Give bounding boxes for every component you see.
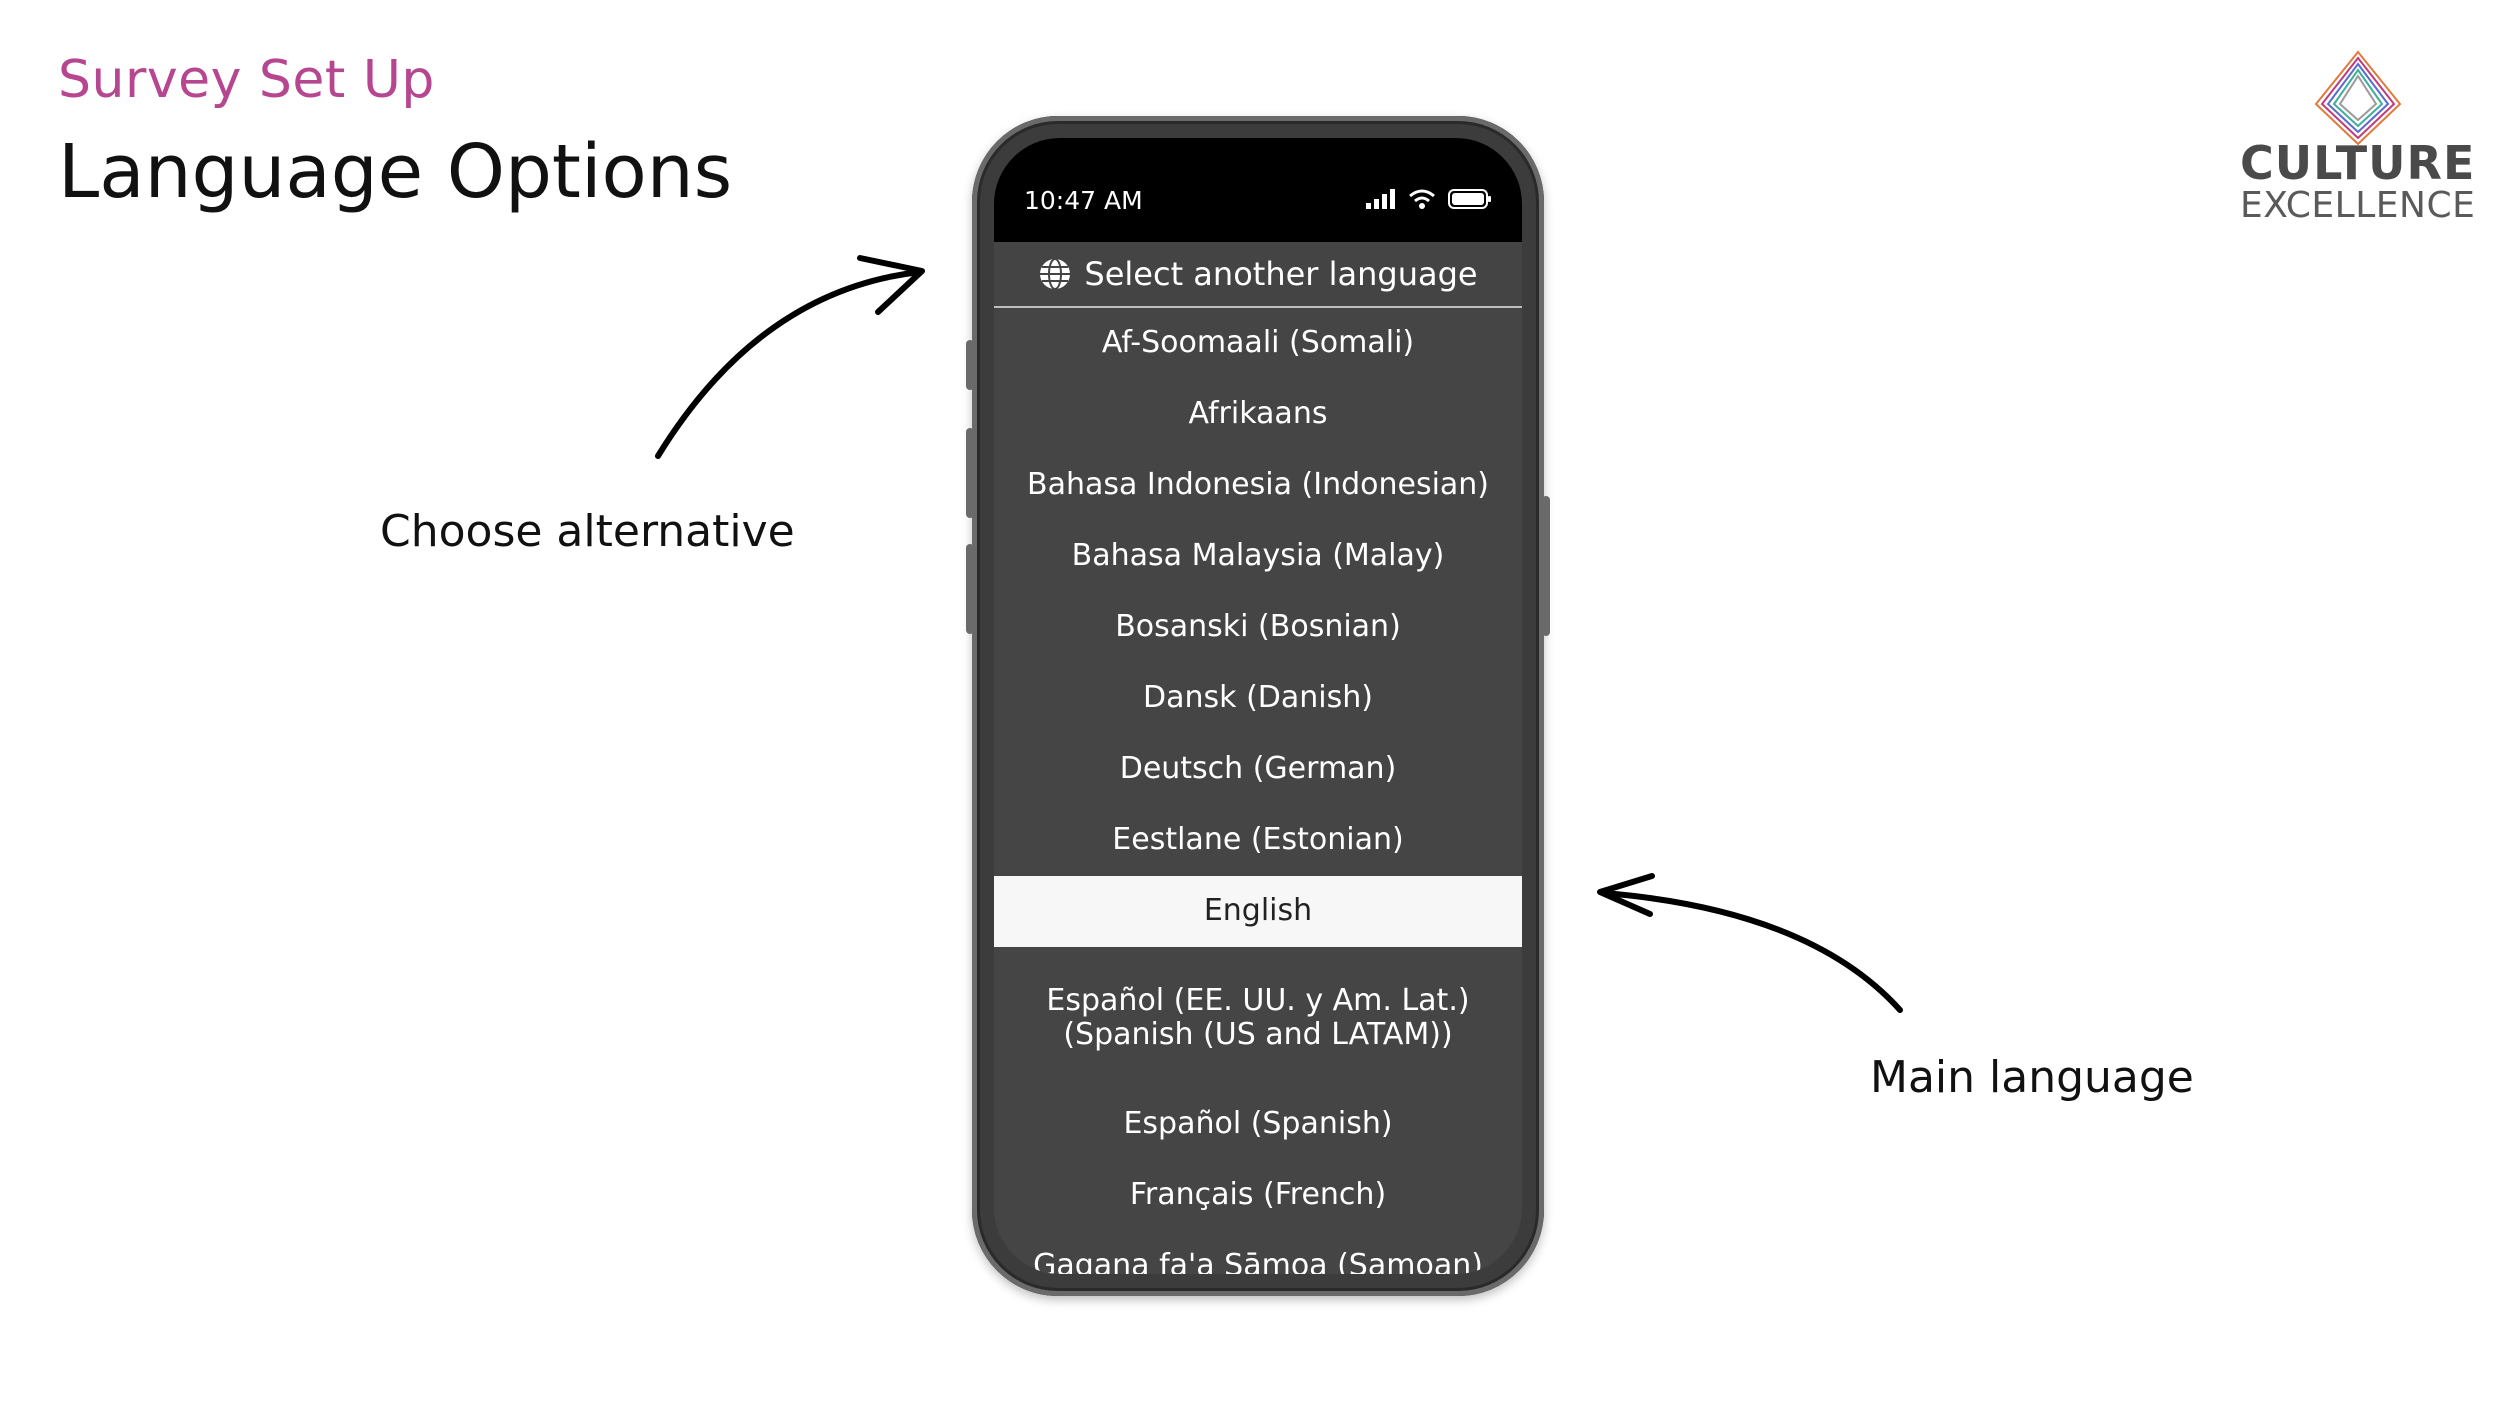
language-option[interactable]: Deutsch (German) [1119, 751, 1397, 787]
language-option[interactable]: Dansk (Danish) [1143, 680, 1373, 716]
language-option[interactable]: Français (French) [1129, 1177, 1387, 1213]
phone-volume-up [966, 428, 974, 518]
globe-icon [1040, 258, 1071, 290]
phone-mockup: 10:47 AM [966, 116, 1550, 1296]
culture-excellence-logo: CULTURE EXCELLENCE [2230, 48, 2480, 238]
status-bar: 10:47 AM [994, 138, 1522, 242]
arrow-to-language-selector [655, 255, 925, 459]
language-list: Af-Soomaali (Somali) Afrikaans Bahasa In… [994, 308, 1522, 1274]
battery-icon [1448, 189, 1491, 209]
diamond-logo-icon [2314, 50, 2402, 146]
language-selector-label: Select another language [1084, 255, 1478, 293]
language-option[interactable]: Bahasa Malaysia (Malay) [1071, 538, 1445, 574]
language-selector-header[interactable]: Select another language [994, 242, 1522, 308]
phone-silent-switch [966, 340, 974, 390]
arrow-to-english-option [1597, 873, 1903, 1013]
language-option[interactable]: Gagana fa'a Sāmoa (Samoan) [1033, 1248, 1483, 1275]
status-time: 10:47 AM [1024, 186, 1143, 215]
status-icons [1366, 188, 1492, 210]
slide-subtitle: Survey Set Up [58, 50, 435, 110]
language-option[interactable]: Español (EE. UU. y Am. Lat.) (Spanish (U… [1046, 982, 1470, 1052]
language-option[interactable]: Af-Soomaali (Somali) [1101, 325, 1415, 361]
slide-title: Language Options [58, 129, 733, 215]
language-option[interactable]: Bahasa Indonesia (Indonesian) [1026, 467, 1490, 503]
language-option[interactable]: Español (Spanish) [1123, 1106, 1393, 1142]
annotation-main-language: Main language [1870, 1052, 2194, 1103]
wifi-icon [1409, 189, 1435, 209]
language-option[interactable]: Bosanski (Bosnian) [1115, 609, 1401, 645]
language-option[interactable]: Eestlane (Estonian) [1112, 822, 1404, 858]
phone-power-button [1542, 496, 1550, 636]
logo-word-excellence: EXCELLENCE [2240, 185, 2476, 226]
annotation-choose-alternative: Choose alternative [380, 506, 795, 557]
logo-word-culture: CULTURE [2240, 136, 2476, 190]
phone-volume-down [966, 544, 974, 634]
language-option[interactable]: Afrikaans [1188, 396, 1328, 432]
signal-icon [1366, 189, 1395, 209]
phone-screen: 10:47 AM [994, 138, 1522, 1274]
language-option-selected[interactable]: English [994, 876, 1522, 947]
